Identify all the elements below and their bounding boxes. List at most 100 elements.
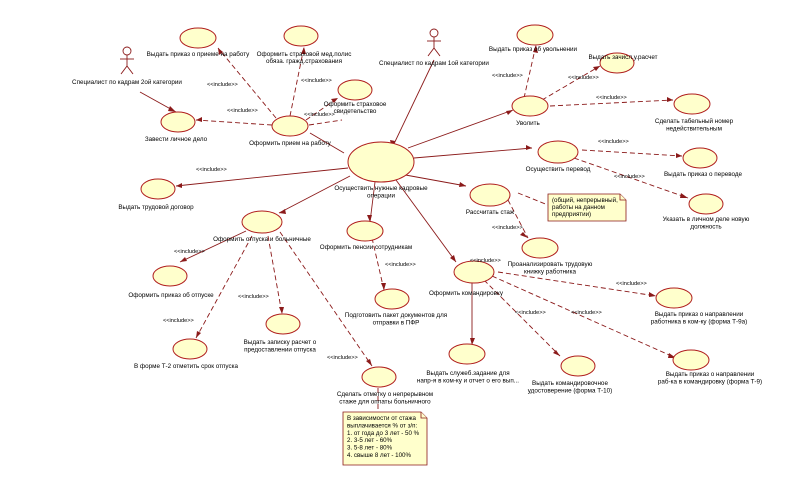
inc-pension-pfr [371,237,385,291]
arrowhead [279,307,284,314]
uc-hire-label: Оформить прием на работу [249,139,332,147]
uc-t2-form [172,338,208,360]
inc-hire-order [217,47,277,119]
uc-pay-out [599,52,635,74]
uc-hire [271,115,309,137]
uc-insurance-policy [283,25,319,47]
uc-t2-form-label: В форме Т-2 отметить срок отпуска [134,363,239,370]
uc-vacation-calc [265,313,301,335]
uc-tab-number [673,93,711,115]
include-label: <<include>> [598,139,629,145]
note-link-continuous [517,192,549,206]
uc-sick-leave [361,366,397,388]
include-label: <<include>> [616,281,647,287]
note-fold [619,194,626,201]
arrowhead [366,359,372,366]
uc-seniority [469,183,511,207]
connectors [139,44,689,412]
inc-dismiss-pay [541,65,601,101]
uc-business-trip [453,260,495,284]
assoc-main-vacations [278,175,351,214]
uc-trip-order-t9a [655,287,693,309]
actor-cat2: Специалист по кадрам 2ой категории [72,46,182,86]
arrowhead [168,106,176,112]
assoc-vacations-vorder [179,230,247,263]
uc-main [347,141,415,183]
uc-vacation-order [152,265,188,287]
include-labels: <<include>> <<include>> <<include>> <<in… [163,73,647,361]
inc-dismiss-tab [549,99,674,107]
note-shape [547,193,627,222]
inc-vacations-sick [279,231,373,367]
assoc-main-dismiss [407,109,514,149]
stick-figure-icon [427,28,441,57]
uc-trip-cert [560,355,596,377]
actor-cat2-label: Специалист по кадрам 2ой категории [72,78,182,86]
arrowhead [196,331,201,338]
inc-trip-t9a [497,271,657,297]
uc-business-trip-label: Оформить командировку [429,290,504,297]
include-label: <<include>> [301,78,332,84]
uc-transfer-order-label: Выдать приказ о переводе [664,171,743,178]
uc-hire-order-label: Выдать приказ о приеме на работу [147,50,250,58]
include-label: <<include>> [470,258,501,264]
arrowheads [168,45,688,366]
inc-vacations-calc [267,235,283,315]
uc-seniority-label: Рассчитать стаж [466,209,515,216]
arrowhead [367,215,372,222]
uc-trip-task [448,343,486,365]
uc-transfer-label: Осуществить перевод [526,166,591,173]
include-label: <<include>> [568,75,599,81]
inc-dismiss-order [523,44,537,99]
note-fold [420,412,427,419]
arrowhead [381,283,386,290]
arrowhead [279,209,286,214]
inc-hire-personal [195,119,273,126]
arrowhead [470,338,475,345]
uc-dismiss-order-label: Выдать приказ об увольнении [489,45,578,53]
stick-figure-icon [120,46,134,75]
uc-new-position [688,193,724,215]
include-label: <<include>> [196,167,227,173]
arrowhead [180,257,187,262]
inc-transfer-order [581,149,683,157]
include-label: <<include>> [515,310,546,316]
uc-dismiss-order [516,24,554,46]
assoc-cat1-main [391,59,435,149]
arrowhead [676,153,682,158]
include-label: <<include>> [327,355,358,361]
inc-hire-policy [289,46,305,117]
inc-seniority-analyze [507,199,529,239]
include-label: <<include>> [596,95,627,101]
inc-vacations-t2 [195,235,253,339]
arrowhead [459,182,466,187]
arrowhead [196,117,202,122]
arrowhead [218,48,223,55]
arrowhead [301,47,306,54]
assoc-main-hire [309,132,345,154]
include-label: <<include>> [227,108,258,114]
uc-labor-contract-label: Выдать трудовой договор [118,203,194,211]
assoc-main-trip [395,179,457,263]
inc-trip-cert [483,279,561,357]
arrowhead [450,255,456,262]
uc-vacations [241,210,283,234]
include-label: <<include>> [207,82,238,88]
arrowhead [533,45,538,53]
include-label: <<include>> [614,174,645,180]
include-label: <<include>> [163,318,194,324]
inc-transfer-position [573,157,689,199]
include-label: <<include>> [492,73,523,79]
arrowhead [593,66,600,71]
